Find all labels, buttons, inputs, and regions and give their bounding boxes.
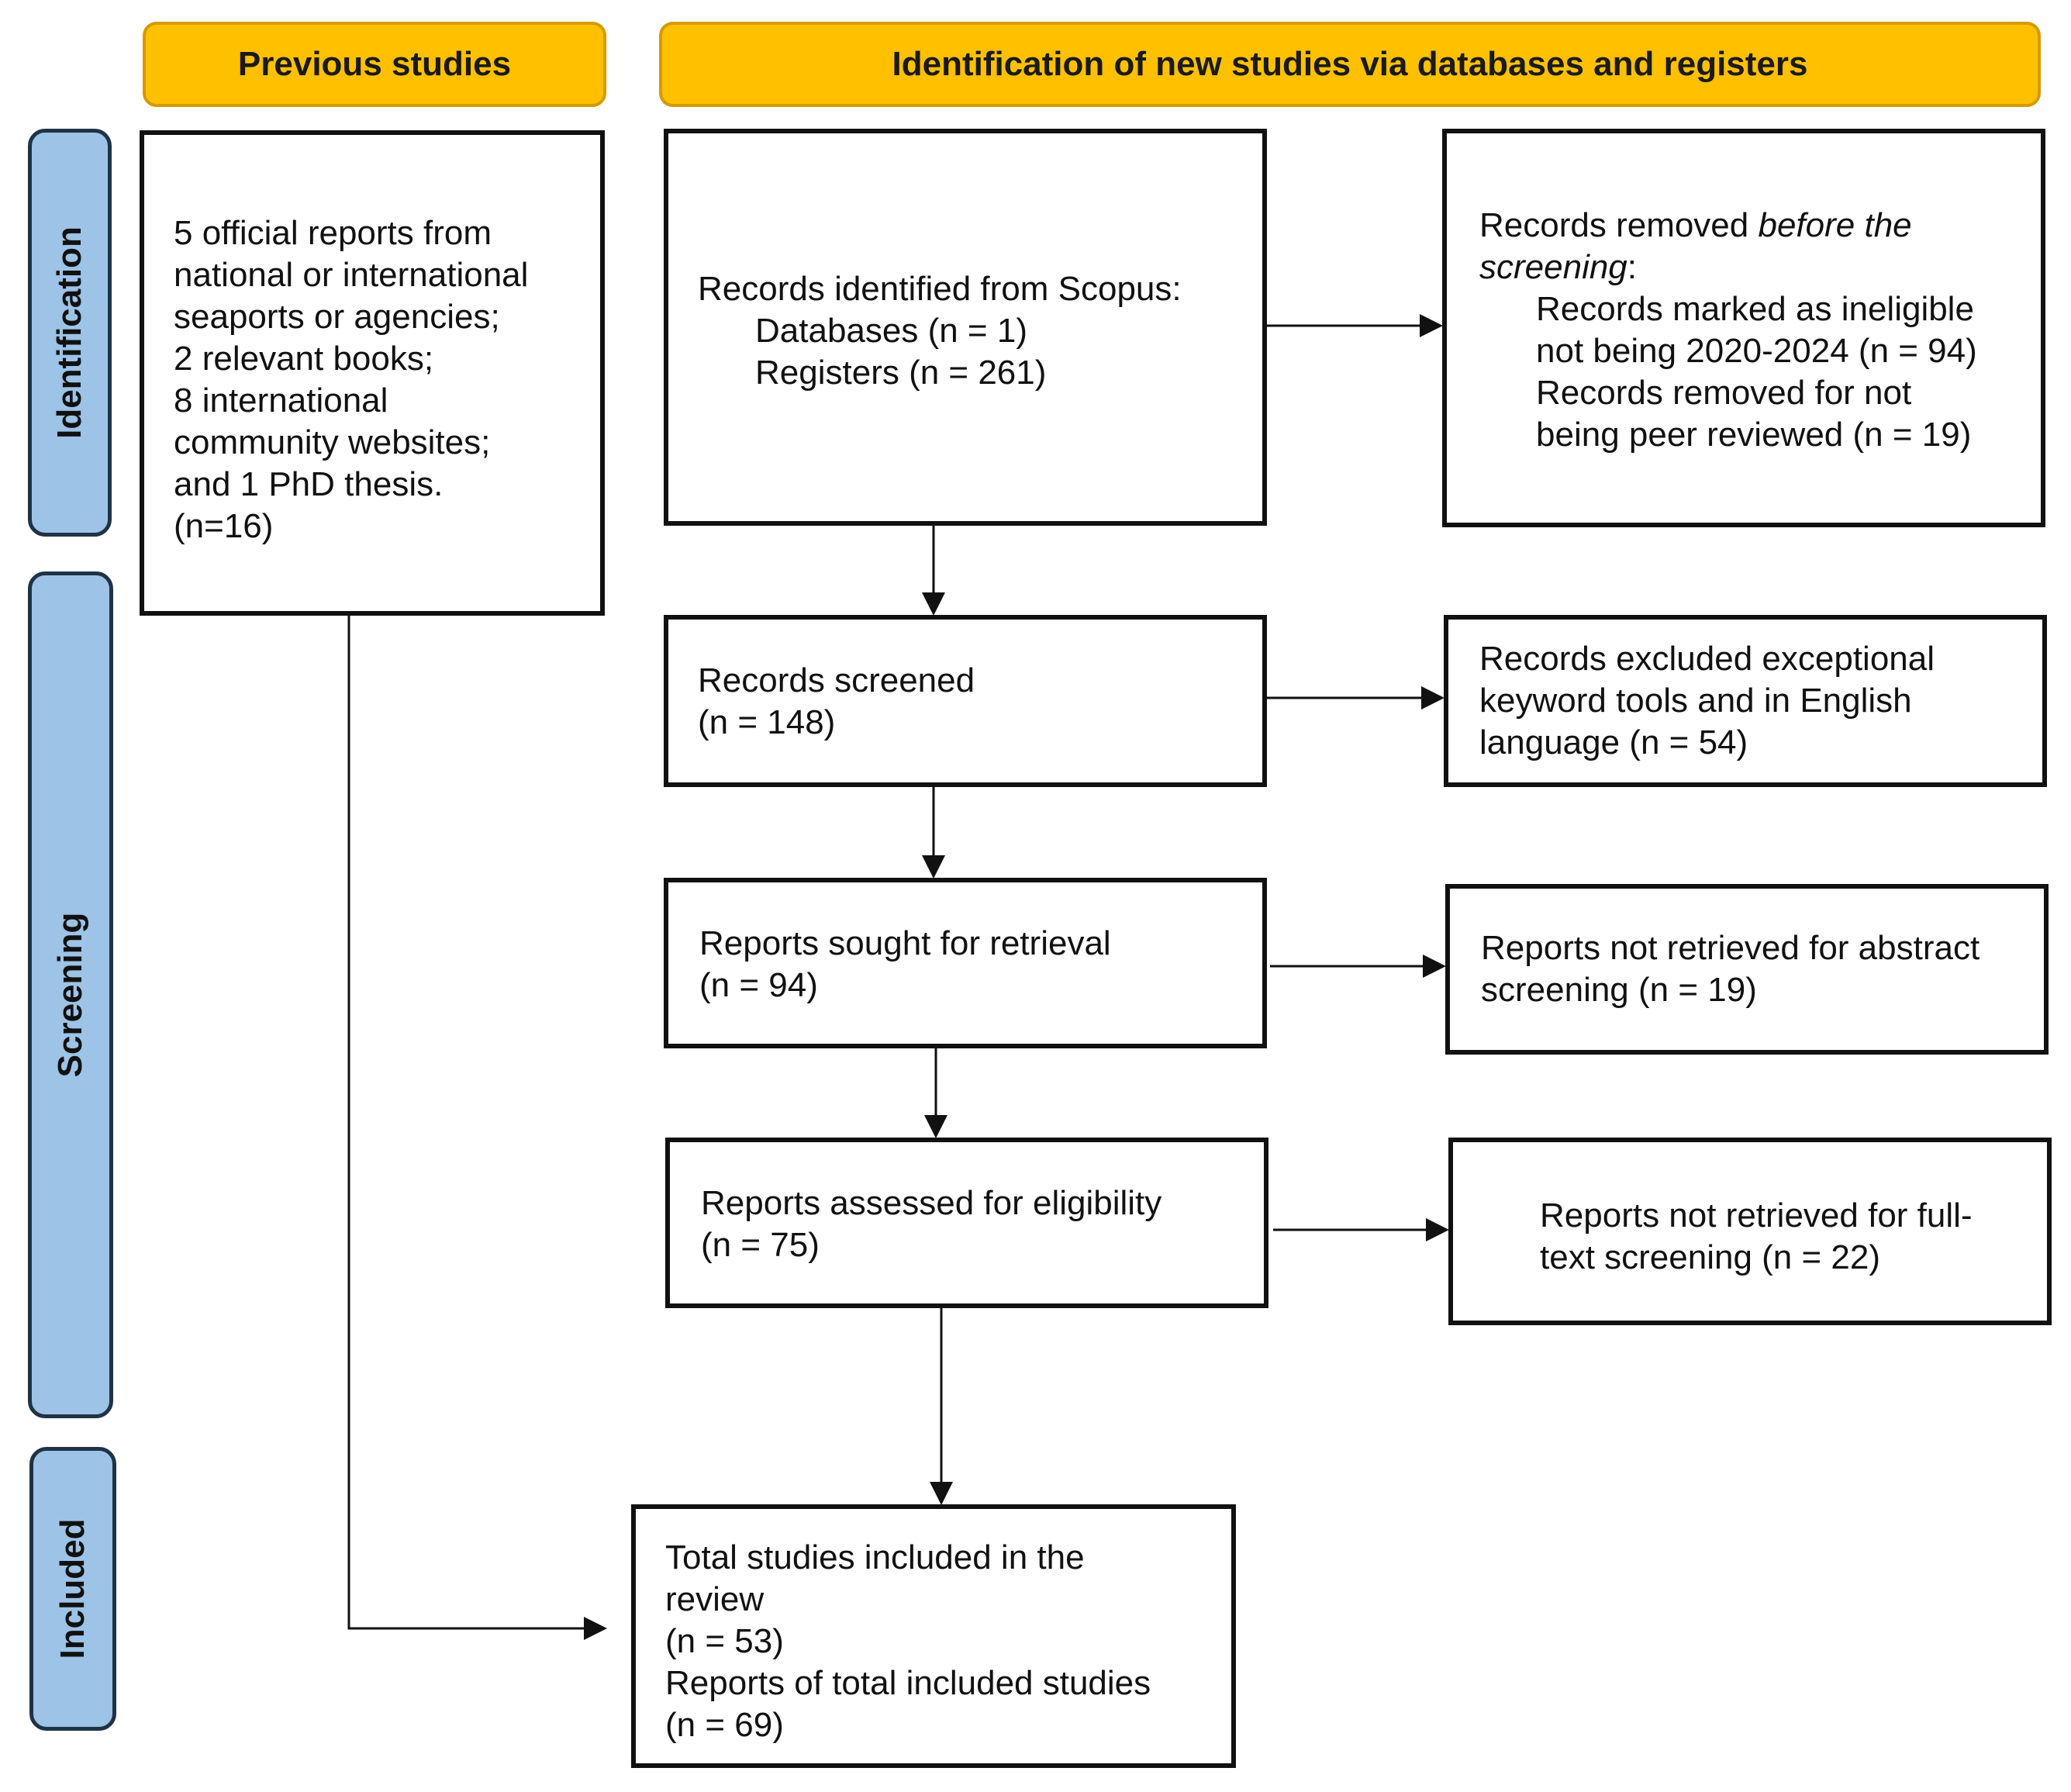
registers-count: Registers (n = 261) — [755, 354, 1047, 392]
reports-sought-box: Reports sought for retrieval (n = 94) — [664, 878, 1267, 1048]
total-included-line: (n = 69) — [665, 1706, 784, 1744]
phase-identification-label: Identification — [50, 226, 88, 439]
reports-sought-count: (n = 94) — [699, 966, 818, 1004]
previous-line: community websites; — [174, 423, 491, 461]
phase-included: Included — [29, 1447, 116, 1731]
previous-line: national or international — [174, 256, 529, 294]
records-identified-heading: Records identified from Scopus: — [698, 270, 1182, 308]
records-removed-line: Records marked as ineligible — [1536, 290, 1974, 328]
phase-screening: Screening — [28, 571, 113, 1418]
records-excluded-line: keyword tools and in English — [1479, 682, 1912, 720]
records-identified-box: Records identified from Scopus: Database… — [664, 129, 1267, 526]
phase-identification: Identification — [28, 129, 112, 537]
not-retrieved-fulltext-box: Reports not retrieved for full- text scr… — [1448, 1138, 2052, 1325]
records-excluded-box: Records excluded exceptional keyword too… — [1444, 615, 2047, 787]
phase-included-label: Included — [54, 1518, 91, 1659]
records-removed-box: Records removed before the screening: Re… — [1442, 129, 2045, 527]
total-included-line: (n = 53) — [665, 1622, 784, 1660]
total-included-line: review — [665, 1580, 765, 1618]
phase-screening-label: Screening — [51, 912, 89, 1078]
previous-line: (n=16) — [174, 507, 274, 545]
records-removed-line: Records removed for not — [1536, 374, 1912, 412]
reports-assessed-label: Reports assessed for eligibility — [701, 1184, 1162, 1222]
not-retrieved-fulltext-line: Reports not retrieved for full- — [1540, 1196, 1973, 1234]
not-retrieved-fulltext-line: text screening (n = 22) — [1540, 1238, 1881, 1276]
records-removed-line: being peer reviewed (n = 19) — [1536, 416, 1972, 454]
total-included-line: Reports of total included studies — [665, 1664, 1151, 1702]
previous-line: 2 relevant books; — [174, 340, 434, 378]
records-screened-count: (n = 148) — [698, 703, 836, 741]
previous-line: seaports or agencies; — [174, 298, 500, 336]
records-screened-box: Records screened (n = 148) — [664, 615, 1267, 787]
arrow-previous-to-included — [347, 616, 607, 1640]
previous-line: 8 international — [174, 382, 388, 420]
previous-line: and 1 PhD thesis. — [174, 465, 444, 503]
reports-sought-label: Reports sought for retrieval — [699, 924, 1111, 962]
databases-count: Databases (n = 1) — [755, 312, 1027, 350]
previous-studies-header: Previous studies — [143, 22, 606, 107]
records-excluded-line: language (n = 54) — [1479, 723, 1748, 761]
reports-assessed-count: (n = 75) — [701, 1226, 820, 1264]
not-retrieved-abstract-box: Reports not retrieved for abstract scree… — [1445, 884, 2049, 1055]
new-studies-header: Identification of new studies via databa… — [659, 22, 2041, 107]
records-excluded-line: Records excluded exceptional — [1479, 640, 1935, 678]
total-included-line: Total studies included in the — [665, 1538, 1085, 1576]
total-included-box: Total studies included in the review (n … — [631, 1504, 1236, 1768]
not-retrieved-abstract-line: screening (n = 19) — [1481, 971, 1757, 1009]
records-screened-label: Records screened — [698, 661, 975, 699]
not-retrieved-abstract-line: Reports not retrieved for abstract — [1481, 929, 1980, 967]
records-removed-intro-2: screening: — [1479, 248, 1638, 286]
previous-line: 5 official reports from — [174, 214, 492, 252]
records-removed-line: not being 2020-2024 (n = 94) — [1536, 332, 1977, 370]
reports-assessed-box: Reports assessed for eligibility (n = 75… — [665, 1138, 1268, 1308]
records-removed-intro: Records removed before the — [1479, 206, 1912, 244]
previous-studies-box: 5 official reports from national or inte… — [140, 130, 605, 616]
